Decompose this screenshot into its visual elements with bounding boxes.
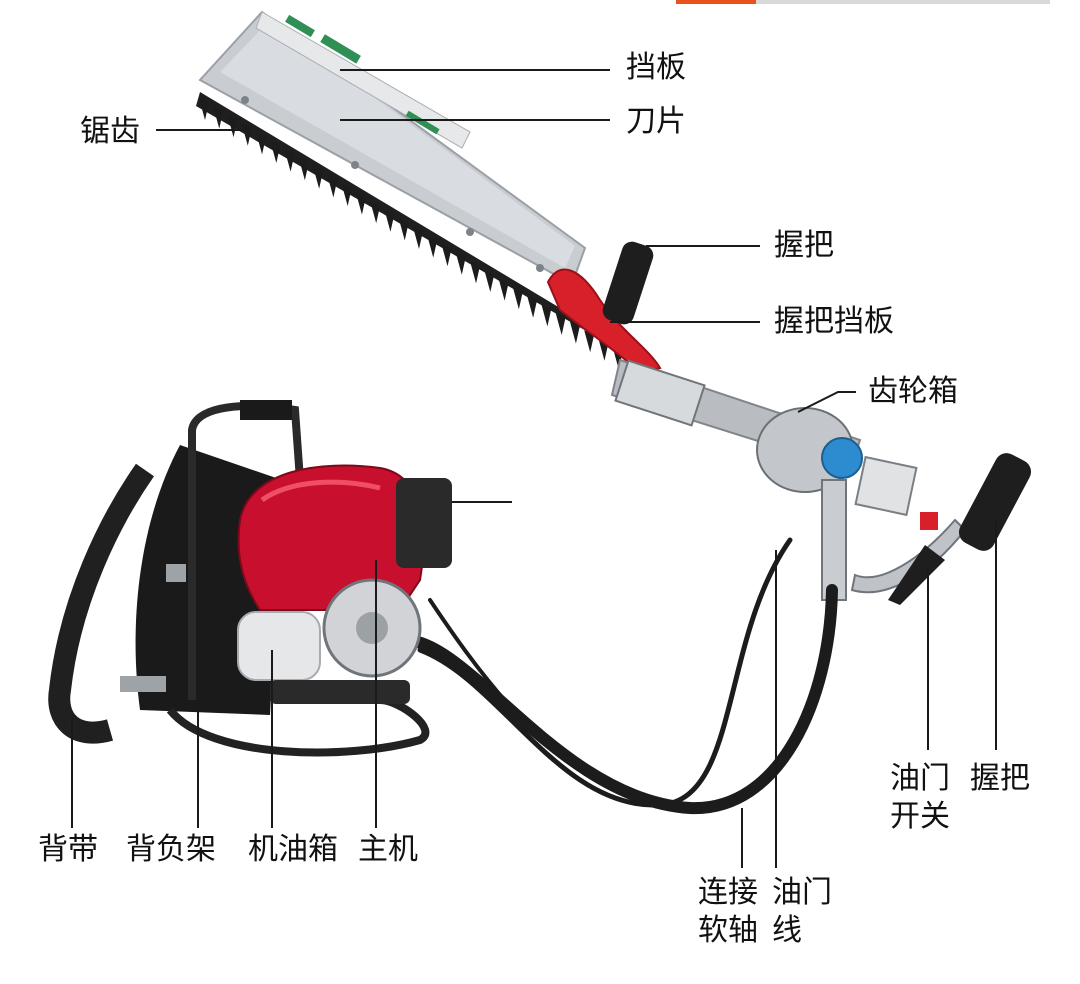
buckle (120, 676, 166, 692)
tooth (270, 141, 281, 163)
label-throttle-cable-1: 油门 (772, 875, 832, 910)
shaft-neck (821, 479, 847, 601)
blade-highlight (220, 20, 575, 268)
label-grip-guard: 握把挡板 (774, 304, 894, 339)
leader-lines (71, 69, 997, 868)
label-throttle-switch-2: 开关 (890, 799, 950, 834)
tooth (498, 278, 509, 301)
engine-base (270, 680, 410, 704)
recoil-center (356, 612, 388, 644)
tooth (441, 244, 452, 267)
tooth (327, 175, 338, 198)
gearbox-plate (854, 455, 918, 517)
tooth (341, 184, 352, 206)
label-shaft-1: 连接 (698, 875, 758, 910)
base-loop (166, 696, 430, 757)
tooth (584, 330, 595, 353)
label-main-engine: 主机 (358, 832, 418, 867)
top-accent-bar (676, 0, 756, 4)
engine-cover-highlight (260, 479, 381, 503)
label-throttle-switch-1: 油门 (890, 761, 950, 796)
saw-teeth (196, 92, 640, 362)
tooth (313, 166, 324, 189)
top-gray-bar (756, 0, 1050, 4)
tooth (256, 132, 267, 155)
label-saw-teeth: 锯齿 (80, 114, 140, 149)
tooth (455, 252, 466, 275)
label-shaft-2: 软轴 (698, 913, 758, 948)
green-print (285, 14, 440, 135)
label-grip-right: 握把 (970, 761, 1030, 796)
tooth (398, 218, 409, 241)
label-gearbox: 齿轮箱 (868, 374, 958, 409)
gearbox-assembly (756, 407, 1032, 605)
tooth (355, 192, 366, 215)
throttle-lever (888, 545, 945, 605)
baffle-strip (255, 11, 471, 149)
buckle-2 (166, 564, 186, 582)
right-grip (958, 453, 1032, 551)
tooth (227, 115, 238, 138)
throttle-cable-line (417, 537, 793, 808)
top-grip (602, 241, 654, 325)
frame-top-tab (240, 400, 292, 420)
engine (237, 464, 452, 704)
tooth (298, 158, 309, 181)
tooth (484, 270, 495, 292)
label-back-frame: 背负架 (126, 832, 216, 867)
tooth (555, 313, 566, 335)
tooth (213, 106, 224, 129)
label-throttle-cable-2: 线 (772, 913, 802, 948)
tooth (384, 209, 395, 232)
tooth (470, 261, 481, 284)
engine-dark-box (396, 478, 452, 568)
drive-clamp (614, 359, 706, 427)
flexible-shaft (399, 584, 838, 815)
throttle-switch (920, 512, 938, 530)
cable-2 (428, 598, 622, 792)
label-shoulder-strap: 背带 (38, 832, 98, 867)
hoses (399, 537, 838, 815)
rivets (241, 96, 544, 272)
label-oil-tank: 机油箱 (248, 832, 338, 867)
label-blade: 刀片 (626, 104, 686, 139)
teeth-row (199, 98, 637, 378)
tooth (512, 287, 523, 310)
tooth (569, 321, 580, 344)
tooth (527, 295, 538, 318)
tooth (413, 227, 423, 249)
label-baffle: 挡板 (626, 50, 686, 85)
grip-guard (546, 268, 662, 374)
strap (48, 463, 155, 744)
tooth (541, 304, 552, 327)
blade-assembly (196, 10, 862, 472)
label-grip-top: 握把 (774, 228, 834, 263)
leader-gearbox (797, 391, 856, 413)
tooth (199, 98, 209, 120)
tooth (427, 235, 438, 258)
tooth (284, 149, 295, 172)
tooth (370, 201, 381, 224)
oil-tank-body (237, 611, 321, 681)
tooth (241, 123, 252, 146)
gearbox-cap (821, 437, 863, 479)
